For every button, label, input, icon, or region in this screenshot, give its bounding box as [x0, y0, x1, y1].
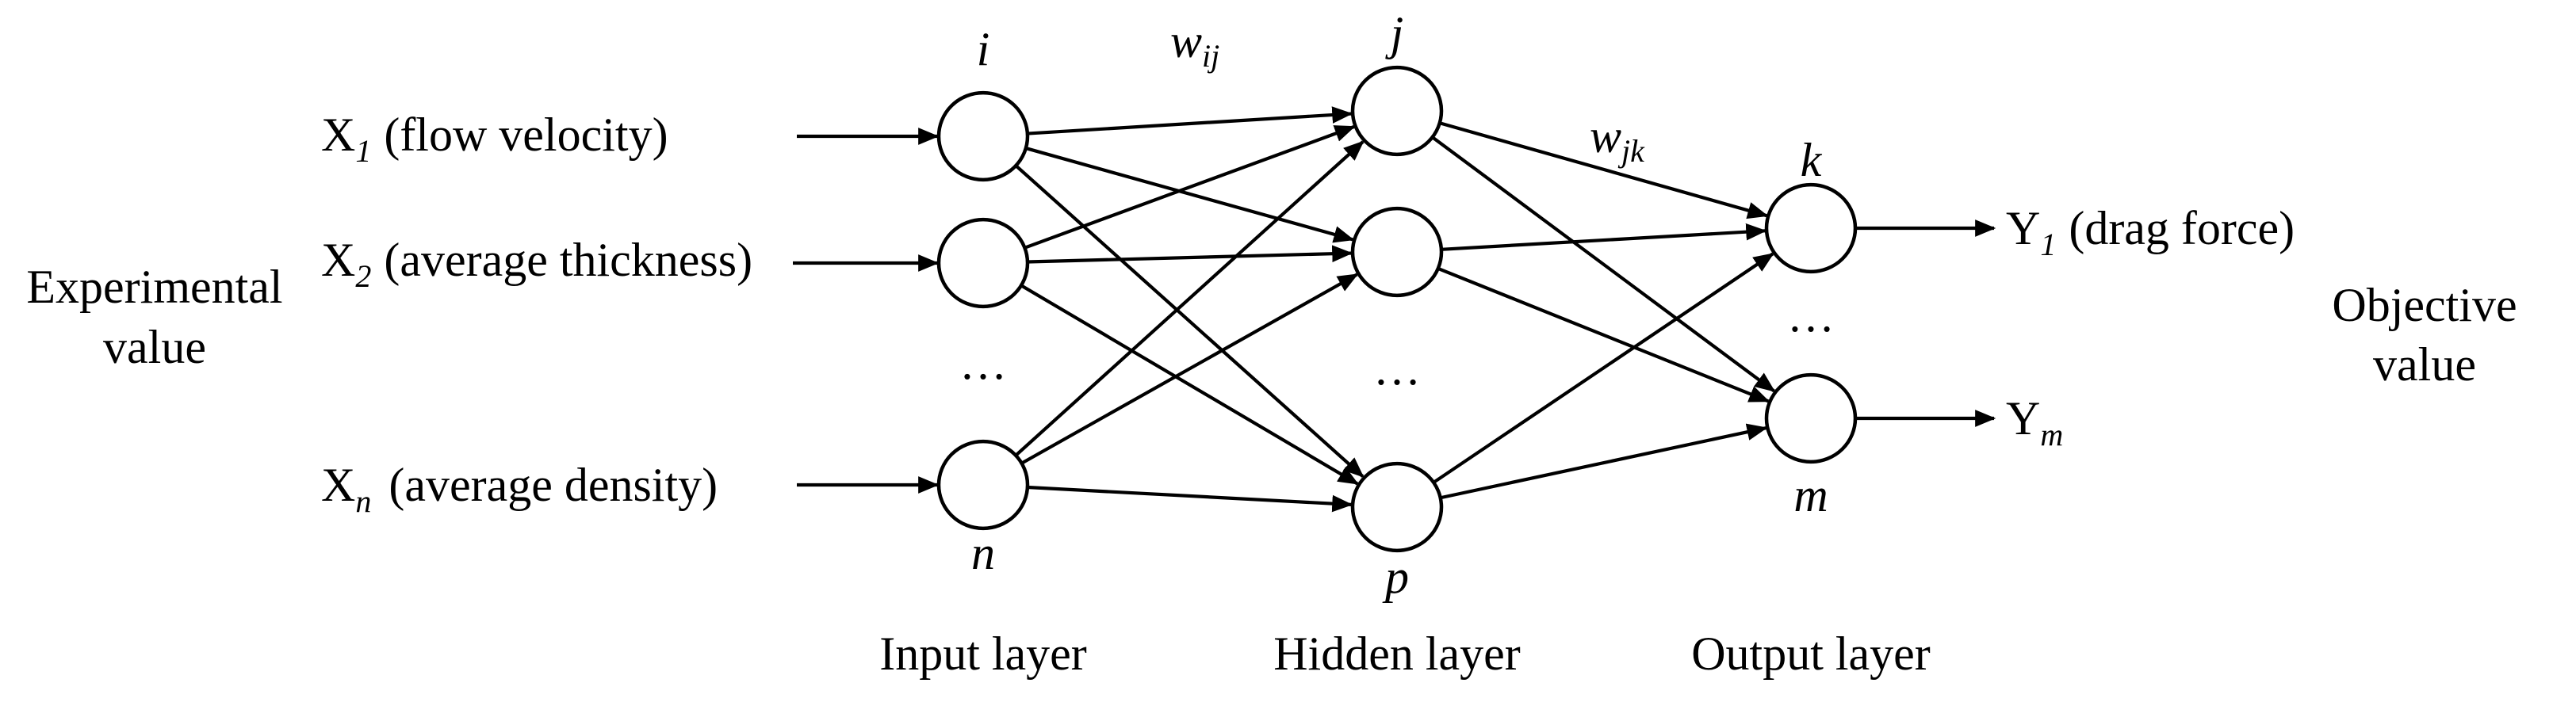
edge-hidden-output-1-0: [1441, 223, 1767, 251]
node-label-k: k: [1801, 134, 1823, 186]
objective-value-label-line1: Objective: [2332, 279, 2517, 331]
hidden-node-1: [1350, 206, 1444, 298]
edge-input-hidden-2-1: [1020, 273, 1359, 465]
hidden-node-0: [1350, 65, 1444, 157]
output-node-1: [1764, 372, 1858, 464]
ellipsis-output: …: [1787, 289, 1835, 341]
edge-input-hidden-1-1: [1027, 245, 1353, 264]
edge-hidden-output-2-1: [1440, 423, 1768, 500]
output-label-ym: Ym: [2006, 392, 2063, 452]
hidden-node-2: [1350, 461, 1444, 553]
output-label-y1: Y1(drag force): [2006, 202, 2295, 262]
node-label-i: i: [977, 23, 990, 75]
node-label-n: n: [971, 527, 995, 579]
weight-label-wjk: wjk: [1590, 110, 1645, 169]
edge-hidden-output-0-0: [1439, 121, 1769, 219]
edge-input-hidden-0-2: [1015, 164, 1365, 478]
edge-input-hidden-0-1: [1025, 147, 1355, 243]
connection-lines: [793, 106, 1996, 513]
ellipsis-hidden: …: [1373, 342, 1421, 395]
input-layer-label: Input layer: [879, 628, 1087, 680]
edge-input-hidden-2-2: [1027, 485, 1353, 513]
input-label-xn: Xn(average density): [321, 459, 718, 519]
experimental-value-label-line1: Experimental: [26, 261, 282, 313]
input-label-x2: X2(average thickness): [321, 234, 752, 294]
weight-label-wij: wij: [1170, 15, 1219, 74]
edge-hidden-output-0-1: [1431, 135, 1776, 393]
node-label-p: p: [1382, 551, 1409, 603]
neuron-nodes: [936, 65, 1858, 553]
edge-hidden-output-2-0: [1433, 252, 1774, 484]
edge-input-hidden-2-0: [1015, 140, 1365, 456]
input-node-1: [936, 217, 1030, 309]
edge-input-hidden-0-0: [1027, 106, 1353, 135]
node-label-j: j: [1385, 7, 1404, 59]
output-layer-label: Output layer: [1691, 628, 1931, 680]
ellipsis-input: …: [959, 337, 1007, 389]
input-node-0: [936, 90, 1030, 182]
hidden-layer-label: Hidden layer: [1273, 628, 1521, 680]
node-label-m: m: [1793, 469, 1828, 521]
edge-input-hidden-1-2: [1020, 284, 1359, 486]
objective-value-label-line2: value: [2373, 338, 2476, 391]
input-label-x1: X1(flow velocity): [321, 109, 668, 169]
edge-hidden-output-1-1: [1437, 266, 1770, 403]
edge-input-hidden-1-0: [1024, 125, 1356, 250]
experimental-value-label-line2: value: [103, 321, 206, 373]
output-node-0: [1764, 182, 1858, 274]
input-node-2: [936, 439, 1030, 531]
